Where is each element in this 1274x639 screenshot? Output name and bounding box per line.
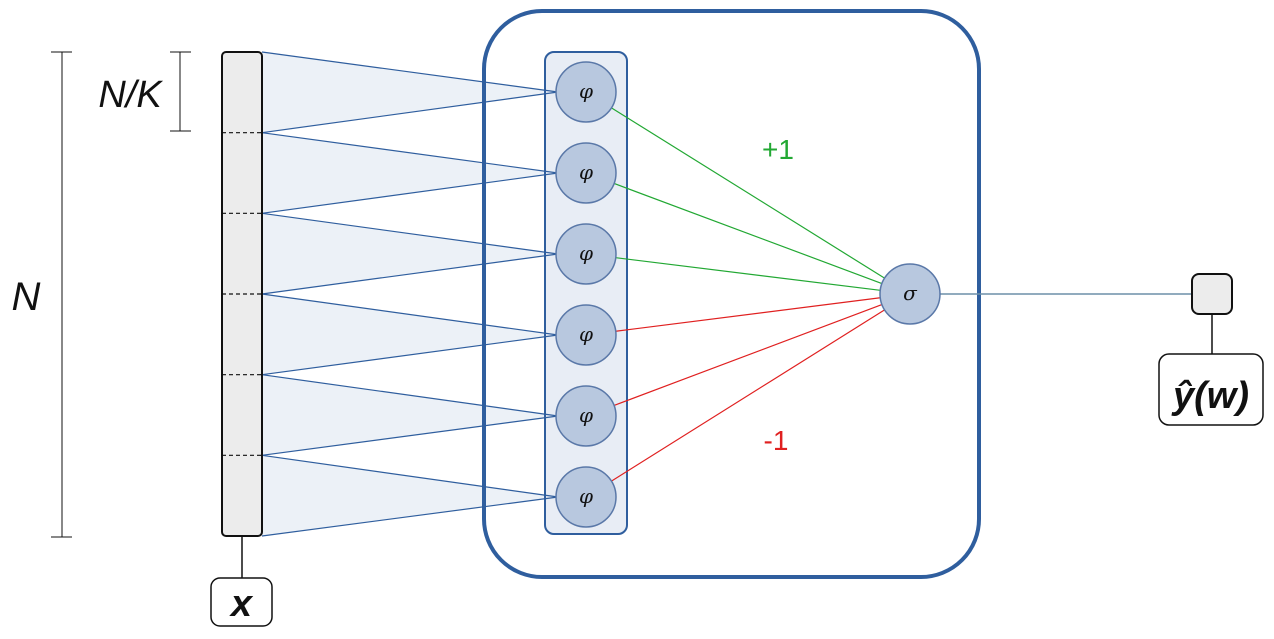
hidden-nodes: φ φ φ φ φ φ xyxy=(555,61,617,528)
phi-symbol: φ xyxy=(579,79,593,103)
positive-weight-line xyxy=(613,182,883,285)
output-node xyxy=(1191,273,1233,315)
output-label: ŷ(w) xyxy=(1171,375,1249,417)
hidden-layer-column xyxy=(544,51,628,535)
sigma-symbol: σ xyxy=(903,281,918,305)
receptive-field xyxy=(262,455,558,536)
input-label-box xyxy=(210,577,273,627)
negative-weight-line xyxy=(615,297,881,332)
input-connection-line xyxy=(261,212,559,255)
phi-node xyxy=(555,304,617,366)
positive-weight-line xyxy=(615,257,881,291)
input-connections xyxy=(261,51,559,537)
sigma-node xyxy=(879,263,941,325)
n-bracket xyxy=(51,51,72,538)
phi-node xyxy=(555,466,617,528)
receptive-field xyxy=(262,294,558,375)
positive-weight-line xyxy=(611,107,885,279)
phi-symbol: φ xyxy=(579,322,593,346)
input-connection-line xyxy=(261,91,559,134)
receptive-field xyxy=(262,52,558,133)
negative-weight-line xyxy=(613,304,883,406)
input-connection-line xyxy=(261,415,559,456)
phi-node xyxy=(555,142,617,204)
phi-symbol: φ xyxy=(579,160,593,184)
n-total-label: N xyxy=(12,275,41,319)
receptive-fields xyxy=(262,52,558,536)
phi-symbol: φ xyxy=(579,484,593,508)
output-label-box xyxy=(1158,353,1264,426)
negative-weight-label: -1 xyxy=(764,425,789,456)
input-connection-line xyxy=(261,334,559,376)
phi-symbol: φ xyxy=(579,241,593,265)
positive-weight-label: +1 xyxy=(762,134,794,165)
negative-weight-line xyxy=(611,309,885,482)
phi-node xyxy=(555,61,617,123)
output-weight-connections xyxy=(611,107,885,482)
input-connection-line xyxy=(261,454,559,498)
input-vector-label: x xyxy=(229,583,254,625)
input-connection-line xyxy=(261,374,559,417)
phi-node xyxy=(555,223,617,285)
input-connection-line xyxy=(261,51,559,93)
input-connection-line xyxy=(261,132,559,174)
receptive-field xyxy=(262,213,558,294)
n-per-group-label: N/K xyxy=(98,74,163,116)
phi-node xyxy=(555,385,617,447)
input-connection-line xyxy=(261,496,559,537)
input-connection-line xyxy=(261,293,559,336)
input-vector-bar xyxy=(221,51,263,537)
n-per-group-bracket xyxy=(170,51,191,132)
receptive-field xyxy=(262,374,558,456)
phi-symbol: φ xyxy=(579,403,593,427)
input-connection-line xyxy=(261,253,559,295)
input-connection-line xyxy=(261,172,559,214)
receptive-field xyxy=(262,132,558,214)
